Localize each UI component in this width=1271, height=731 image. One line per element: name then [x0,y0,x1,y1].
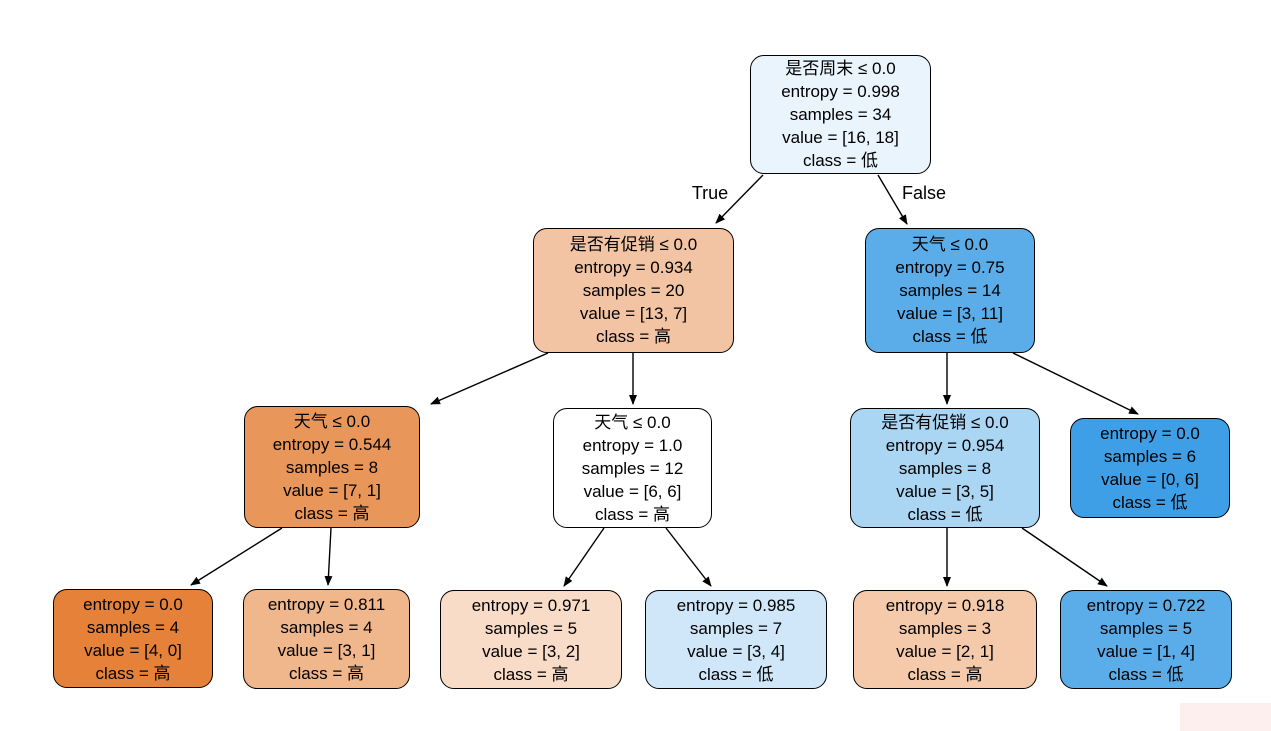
node-samples: samples = 12 [581,458,684,478]
edge-n5-n12 [1021,527,1108,587]
node-samples: samples = 8 [898,458,992,478]
node-value: value = [0, 6] [1101,470,1199,489]
node-samples: samples = 7 [689,618,783,638]
node-entropy: entropy = 0.811 [267,595,386,614]
node-entropy: entropy = 0.0 [83,594,183,614]
tree-node-root[interactable]: 是否周末 ≤ 0.0 entropy = 0.998 samples = 34 … [750,55,931,174]
node-value: value = [3, 4] [687,641,785,661]
node-samples: samples = 4 [280,618,373,637]
edge-n1-n3 [430,352,549,405]
node-class: class = 高 [95,663,171,683]
node-entropy: entropy = 0.75 [895,258,1005,277]
node-condition: 是否周末 ≤ 0.0 [785,59,896,78]
node-value: value = [3, 11] [896,304,1003,323]
node-samples: samples = 5 [484,618,578,638]
node-entropy: entropy = 0.971 [471,595,591,615]
edge-label-false: False [902,183,946,203]
node-condition: 天气 ≤ 0.0 [594,412,671,432]
node-samples: samples = 20 [582,281,685,300]
node-samples: samples = 34 [789,105,892,124]
node-samples: samples = 8 [285,457,379,477]
tree-node-weather-right[interactable]: 天气 ≤ 0.0 entropy = 0.75 samples = 14 val… [865,228,1035,353]
node-entropy: entropy = 0.998 [781,82,900,101]
node-value: value = [3, 2] [482,641,580,661]
node-entropy: entropy = 0.954 [885,435,1005,455]
node-value: value = [4, 0] [84,640,182,660]
tree-leaf-1[interactable]: entropy = 0.0 samples = 4 value = [4, 0]… [53,589,213,688]
edge-label-true: True [692,183,728,203]
node-class: class = 低 [1112,493,1188,512]
node-condition: 是否有促销 ≤ 0.0 [881,412,1009,432]
node-value: value = [1, 4] [1097,641,1195,661]
edge-n3-n8 [324,527,333,586]
node-entropy: entropy = 0.544 [272,434,392,454]
tree-node-weather-lr[interactable]: 天气 ≤ 0.0 entropy = 1.0 samples = 12 valu… [553,408,712,528]
tree-leaf-2[interactable]: entropy = 0.811 samples = 4 value = [3, … [243,589,410,689]
node-class: class = 低 [907,504,983,524]
screenshot-corner-artifact [1180,703,1271,731]
node-entropy: entropy = 0.934 [574,258,693,277]
tree-leaf-rr[interactable]: entropy = 0.0 samples = 6 value = [0, 6]… [1070,418,1230,518]
node-value: value = [16, 18] [782,128,899,147]
tree-node-promo-rl[interactable]: 是否有促销 ≤ 0.0 entropy = 0.954 samples = 8 … [850,408,1040,528]
node-condition: 天气 ≤ 0.0 [293,411,371,431]
node-entropy: entropy = 0.0 [1100,424,1200,443]
tree-leaf-6[interactable]: entropy = 0.722 samples = 5 value = [1, … [1060,590,1232,689]
edge-n4-n9 [563,527,605,587]
node-class: class = 高 [594,504,671,524]
tree-node-promo-left[interactable]: 是否有促销 ≤ 0.0 entropy = 0.934 samples = 20… [533,228,734,353]
edge-root-left [715,174,764,224]
node-entropy: entropy = 1.0 [582,435,683,455]
tree-node-weather-ll[interactable]: 天气 ≤ 0.0 entropy = 0.544 samples = 8 val… [244,406,420,528]
tree-leaf-4[interactable]: entropy = 0.985 samples = 7 value = [3, … [645,590,827,689]
node-value: value = [3, 5] [896,481,994,501]
node-value: value = [13, 7] [579,304,688,323]
node-samples: samples = 5 [1099,618,1193,638]
node-entropy: entropy = 0.722 [1086,595,1206,615]
tree-leaf-3[interactable]: entropy = 0.971 samples = 5 value = [3, … [440,590,622,689]
node-class: class = 高 [294,503,370,523]
node-class: class = 高 [907,664,983,684]
node-samples: samples = 3 [898,618,992,638]
node-class: class = 低 [912,327,988,346]
node-entropy: entropy = 0.918 [885,595,1005,615]
node-value: value = [3, 1] [277,641,376,660]
node-class: class = 高 [493,664,569,684]
node-samples: samples = 14 [899,281,1001,300]
node-value: value = [6, 6] [583,481,682,501]
node-entropy: entropy = 0.985 [676,595,796,615]
node-condition: 是否有促销 ≤ 0.0 [569,235,698,254]
node-value: value = [7, 1] [283,480,381,500]
edge-n4-n10 [665,527,712,587]
node-class: class = 高 [288,664,365,683]
node-condition: 天气 ≤ 0.0 [911,235,989,254]
edge-n3-n7 [190,527,283,586]
node-samples: samples = 6 [1103,447,1197,466]
node-class: class = 低 [698,664,774,684]
edge-root-right [877,174,908,225]
node-value: value = [2, 1] [896,641,994,661]
node-samples: samples = 4 [86,617,180,637]
node-class: class = 高 [595,327,672,346]
edge-n2-n6 [1012,352,1139,415]
node-class: class = 低 [1108,664,1184,684]
node-class: class = 低 [802,151,879,170]
tree-leaf-5[interactable]: entropy = 0.918 samples = 3 value = [2, … [853,590,1037,689]
